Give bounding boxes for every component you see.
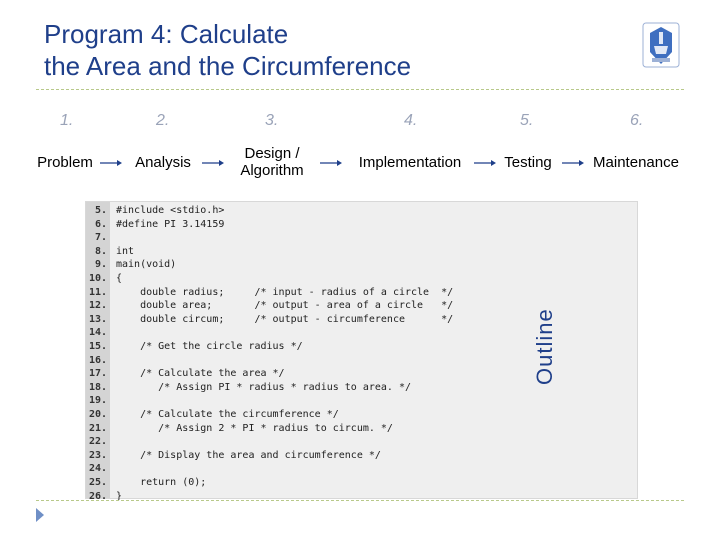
- outline-side-label: Outline: [532, 308, 557, 385]
- code-line-number: 5.: [94, 205, 107, 216]
- code-line-text: /* Assign 2 * PI * radius to circum. */: [116, 422, 393, 434]
- code-line-number: 17.: [88, 368, 107, 380]
- step-label-testing: Testing: [504, 154, 552, 171]
- code-line-text: /* Assign PI * radius * radius to area. …: [116, 381, 412, 393]
- code-line-number: 14.: [88, 327, 107, 339]
- code-line-number: 20.: [88, 409, 107, 420]
- code-line-number: 16.: [88, 354, 107, 366]
- step-label-maintenance: Maintenance: [593, 154, 679, 171]
- code-line-number: 8.: [94, 245, 107, 257]
- code-line-number: 19.: [88, 395, 107, 407]
- arrow-icon: [100, 160, 122, 166]
- code-line-text: main(void): [116, 259, 177, 271]
- arrow-icon: [320, 160, 342, 166]
- code-line-text: double area; /* output - area of a circl…: [116, 300, 454, 312]
- arrow-icon: [562, 160, 584, 166]
- code-line-number: 26.: [88, 490, 107, 502]
- step-label-implementation: Implementation: [358, 154, 462, 171]
- code-line-number: 25.: [88, 477, 107, 488]
- code-line-text: #include <stdio.h>: [116, 205, 225, 216]
- code-line-text: return (0);: [116, 477, 207, 488]
- top-divider: [36, 89, 684, 90]
- code-line-text: double circum; /* output - circumference…: [116, 313, 454, 325]
- step-number-6: 6.: [630, 112, 644, 129]
- university-emblem-icon: [642, 22, 680, 68]
- triangle-bullet-icon: [36, 508, 44, 522]
- code-line-text: double radius; /* input - radius of a ci…: [116, 286, 454, 298]
- code-line-number: 15.: [88, 341, 107, 352]
- code-line-number: 22.: [88, 436, 107, 448]
- code-line-text: /* Calculate the circumference */: [116, 409, 339, 420]
- step-number-2: 2.: [156, 112, 170, 129]
- slide-title-line-1: Program 4: Calculate: [44, 19, 289, 49]
- line-number-gutter: [86, 202, 110, 498]
- code-line-number: 11.: [88, 286, 107, 298]
- slide-title: Program 4: Calculate the Area and the Ci…: [44, 18, 411, 82]
- arrow-icon: [202, 160, 224, 166]
- bottom-divider: [36, 500, 684, 501]
- slide-title-line-2: the Area and the Circumference: [44, 51, 412, 81]
- code-line-text: /* Display the area and circumference */: [116, 449, 381, 461]
- code-line-text: int: [116, 245, 135, 257]
- code-listing: 5. #include <stdio.h> 6. #define PI 3.14159…: [85, 201, 638, 502]
- code-line-text: }: [116, 490, 123, 502]
- code-line-text: #define PI 3.14159: [116, 218, 225, 230]
- code-line-number: 13.: [88, 313, 107, 325]
- step-label-problem: Problem: [37, 154, 93, 171]
- step-label-design-algorithm: Design / Algorithm: [226, 145, 318, 179]
- code-line-text: /* Calculate the area */: [116, 368, 285, 380]
- code-line-number: 6.: [94, 218, 107, 230]
- code-line-number: 12.: [88, 300, 107, 312]
- code-line-number: 23.: [88, 449, 107, 461]
- code-line-number: 7.: [94, 232, 107, 244]
- code-line-text: {: [116, 273, 123, 284]
- step-number-1: 1.: [60, 112, 74, 129]
- code-line-number: 10.: [88, 273, 107, 284]
- step-number-4: 4.: [404, 112, 418, 129]
- code-line-number: 18.: [88, 381, 107, 393]
- code-line-text: /* Get the circle radius */: [116, 341, 303, 352]
- step-label-design: Design /: [244, 145, 300, 162]
- code-line-number: 24.: [88, 463, 107, 475]
- code-line-number: 9.: [94, 259, 107, 271]
- step-number-3: 3.: [265, 112, 279, 129]
- step-label-algorithm: Algorithm: [240, 162, 304, 179]
- step-number-5: 5.: [520, 112, 534, 129]
- arrow-icon: [474, 160, 496, 166]
- code-line-number: 21.: [88, 422, 107, 434]
- step-label-analysis: Analysis: [135, 154, 191, 171]
